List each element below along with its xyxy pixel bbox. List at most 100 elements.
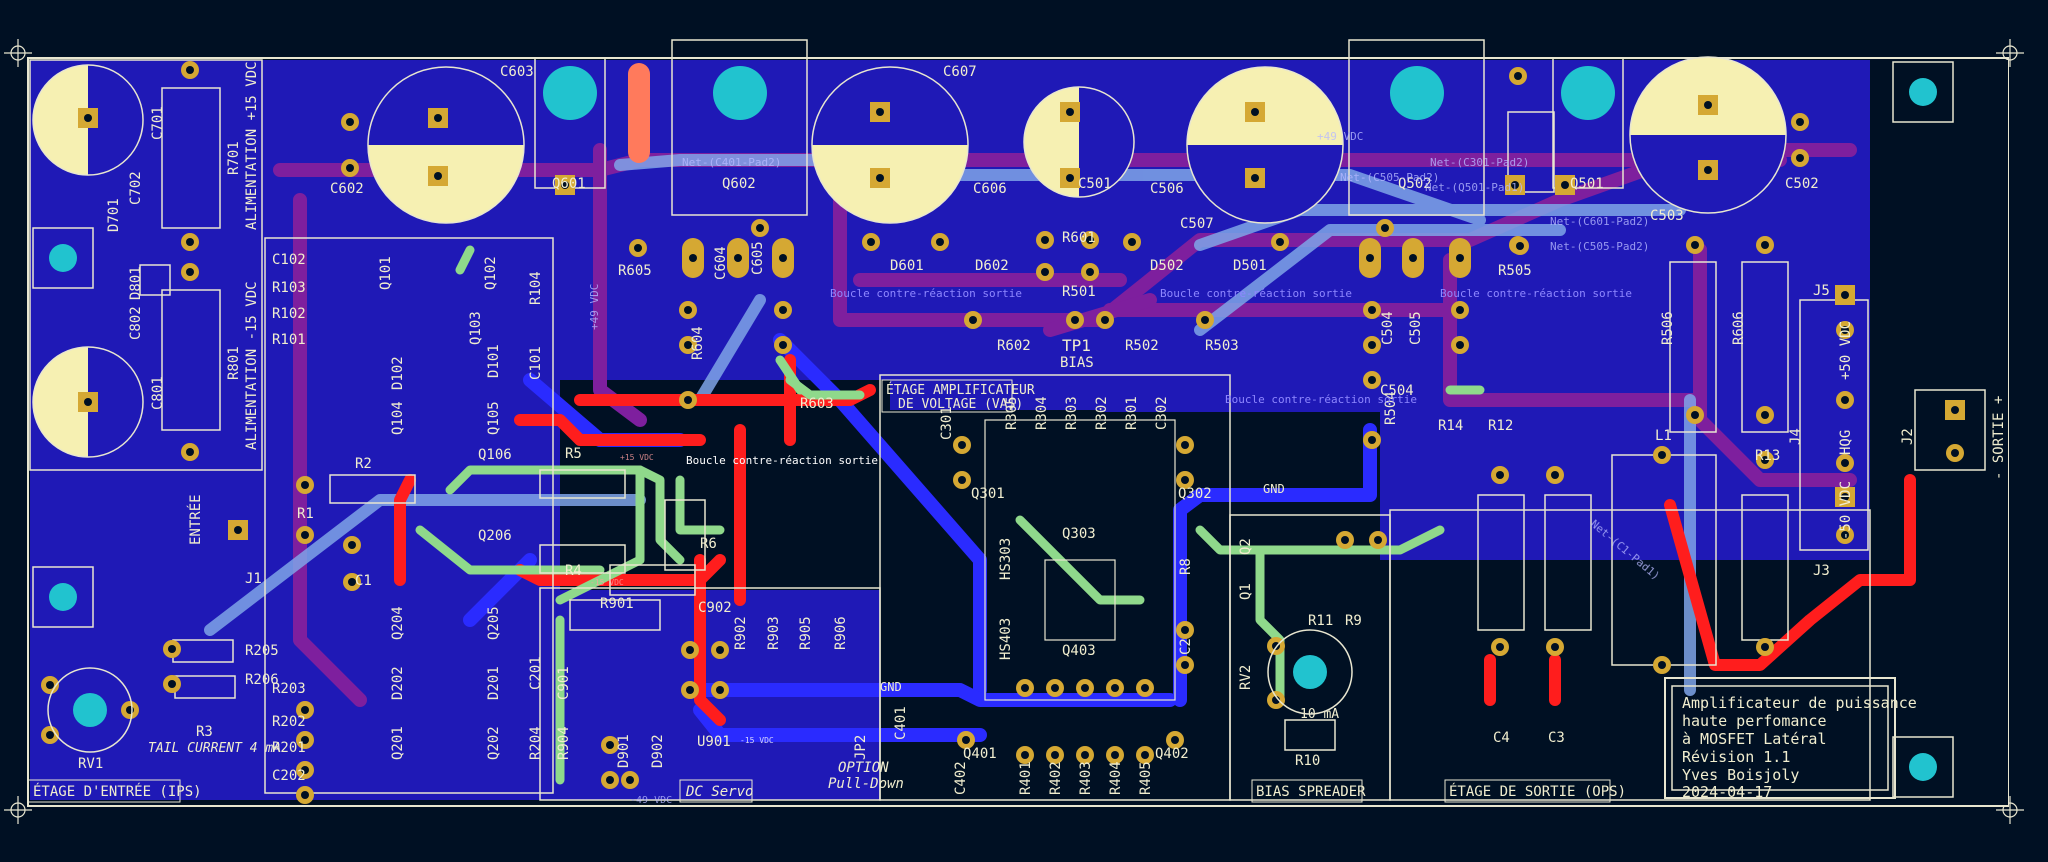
ref-d502: D502	[1150, 258, 1184, 274]
section-ops: ÉTAGE DE SORTIE (OPS)	[1449, 783, 1626, 800]
ref-r906: R906	[833, 616, 849, 650]
ref-r904: R904	[556, 726, 572, 760]
ref-q101: Q101	[378, 256, 394, 290]
ref-r501: R501	[1062, 284, 1096, 300]
ref-r8: R8	[1178, 558, 1194, 575]
ref-r205: R205	[245, 643, 279, 659]
rail-p49: +49 VDC	[588, 284, 601, 330]
ref-q202: Q202	[486, 726, 502, 760]
ref-r604: R604	[690, 326, 706, 360]
ref-q2: Q2	[1238, 538, 1254, 555]
pulldown-label: Pull-Down	[828, 776, 904, 792]
ref-r606: R606	[1731, 311, 1747, 345]
ref-r503: R503	[1205, 338, 1239, 354]
ref-d202: D202	[390, 666, 406, 700]
ref-c504: C504	[1380, 383, 1414, 399]
ref-d102: D102	[390, 356, 406, 390]
electrolytic-capacitors	[32, 56, 1787, 458]
netlabel-loop4: Boucle contre-réaction sortie	[1225, 393, 1417, 406]
ref-hs303: HS303	[998, 538, 1014, 580]
ref-r502: R502	[1125, 338, 1159, 354]
ref-j1: J1	[245, 571, 262, 587]
ref-c507: C507	[1180, 216, 1214, 232]
net-c601: Net-(C601-Pad2)	[1550, 215, 1649, 228]
minus50-label: -50 VDC	[1838, 481, 1854, 540]
rail-m15: -15 VDC	[590, 578, 624, 587]
section-ips: ÉTAGE D'ENTRÉE (IPS)	[33, 783, 202, 800]
ref-d601: D601	[890, 258, 924, 274]
section-dc-servo: DC Servo	[685, 784, 753, 800]
title-line-2: haute perfomance	[1682, 712, 1827, 730]
ref-c201: C201	[528, 656, 544, 690]
ref-d201: D201	[486, 666, 502, 700]
ref-r2: R2	[355, 456, 372, 472]
net-c301: Net-(C301-Pad2)	[1430, 156, 1529, 169]
ref-c3: C3	[1548, 730, 1565, 746]
ref-q302: Q302	[1178, 486, 1212, 502]
ref-q501: Q501	[1570, 176, 1604, 192]
ref-r505: R505	[1498, 263, 1532, 279]
ref-q301: Q301	[971, 486, 1005, 502]
ref-q206: Q206	[478, 528, 512, 544]
ref-q105: Q105	[486, 401, 502, 435]
net-c401: Net-(C401-Pad2)	[682, 156, 781, 169]
ref-r10: R10	[1295, 753, 1320, 769]
option-label: OPTION	[838, 760, 889, 776]
ref-r5: R5	[565, 446, 582, 462]
bias-current-note: 10 mA	[1300, 707, 1339, 722]
ref-c4: C4	[1493, 730, 1510, 746]
ref-j2: J2	[1900, 428, 1916, 445]
ref-d501: D501	[1233, 258, 1267, 274]
ref-hs403: HS403	[998, 618, 1014, 660]
title-line-3: à MOSFET Latéral	[1682, 730, 1827, 748]
ref-r903: R903	[766, 616, 782, 650]
title-line-6: 2024-04-17	[1682, 783, 1772, 801]
ref-c801: C801	[150, 376, 166, 410]
rail-m15b: -15 VDC	[740, 736, 774, 745]
ref-r403: R403	[1078, 761, 1094, 795]
bias-label: BIAS	[1060, 355, 1094, 371]
ref-r12: R12	[1488, 418, 1513, 434]
silkscreen-labels: C603 Q601 Q602 C607 Q502 Q501 C602 R605 …	[78, 64, 1830, 792]
component-pads	[41, 61, 1965, 804]
ref-c802: C802	[128, 306, 144, 340]
ref-c606: C606	[973, 181, 1007, 197]
cap-c603	[367, 66, 525, 224]
ref-c607: C607	[943, 64, 977, 80]
ref-q204: Q204	[390, 606, 406, 640]
tail-current-note: TAIL CURRENT 4 mA	[148, 741, 281, 756]
traces-green	[415, 245, 1485, 785]
ref-c506: C506	[1150, 181, 1184, 197]
ref-r13: R13	[1755, 448, 1780, 464]
ref-r302: R302	[1094, 396, 1110, 430]
ref-c2: C2	[1178, 638, 1194, 655]
net-c505: Net-(C505-Pad2)	[1340, 171, 1439, 184]
ref-c402: C402	[953, 761, 969, 795]
ref-c702: C702	[128, 171, 144, 205]
traces-blue	[463, 333, 1377, 742]
ref-r902: R902	[733, 616, 749, 650]
net-c505b: Net-(C505-Pad2)	[1550, 240, 1649, 253]
ref-c902: C902	[698, 600, 732, 616]
ref-q201: Q201	[390, 726, 406, 760]
sortie-label: - SORTIE +	[1991, 396, 2007, 480]
ref-r104: R104	[528, 271, 544, 305]
testpoint-tp1: TP1	[1062, 336, 1091, 355]
title-line-5: Yves Boisjoly	[1682, 766, 1799, 784]
ref-u901: U901	[697, 734, 731, 750]
ref-r602: R602	[997, 338, 1031, 354]
ref-q303: Q303	[1062, 526, 1096, 542]
ref-r504: R504	[1383, 391, 1399, 425]
cap-c607	[811, 66, 969, 224]
section-bias-spreader: BIAS SPREADER	[1256, 784, 1366, 800]
crosshair-marks	[4, 39, 2024, 824]
ref-r6: R6	[700, 536, 717, 552]
ref-r301: R301	[1124, 396, 1140, 430]
ref-r701: R701	[226, 141, 242, 175]
cap-c503	[1629, 56, 1787, 214]
ref-q102: Q102	[483, 256, 499, 290]
ref-q402: Q402	[1155, 746, 1189, 762]
ref-q601: Q601	[552, 176, 586, 192]
ref-r305: R305	[1004, 396, 1020, 430]
